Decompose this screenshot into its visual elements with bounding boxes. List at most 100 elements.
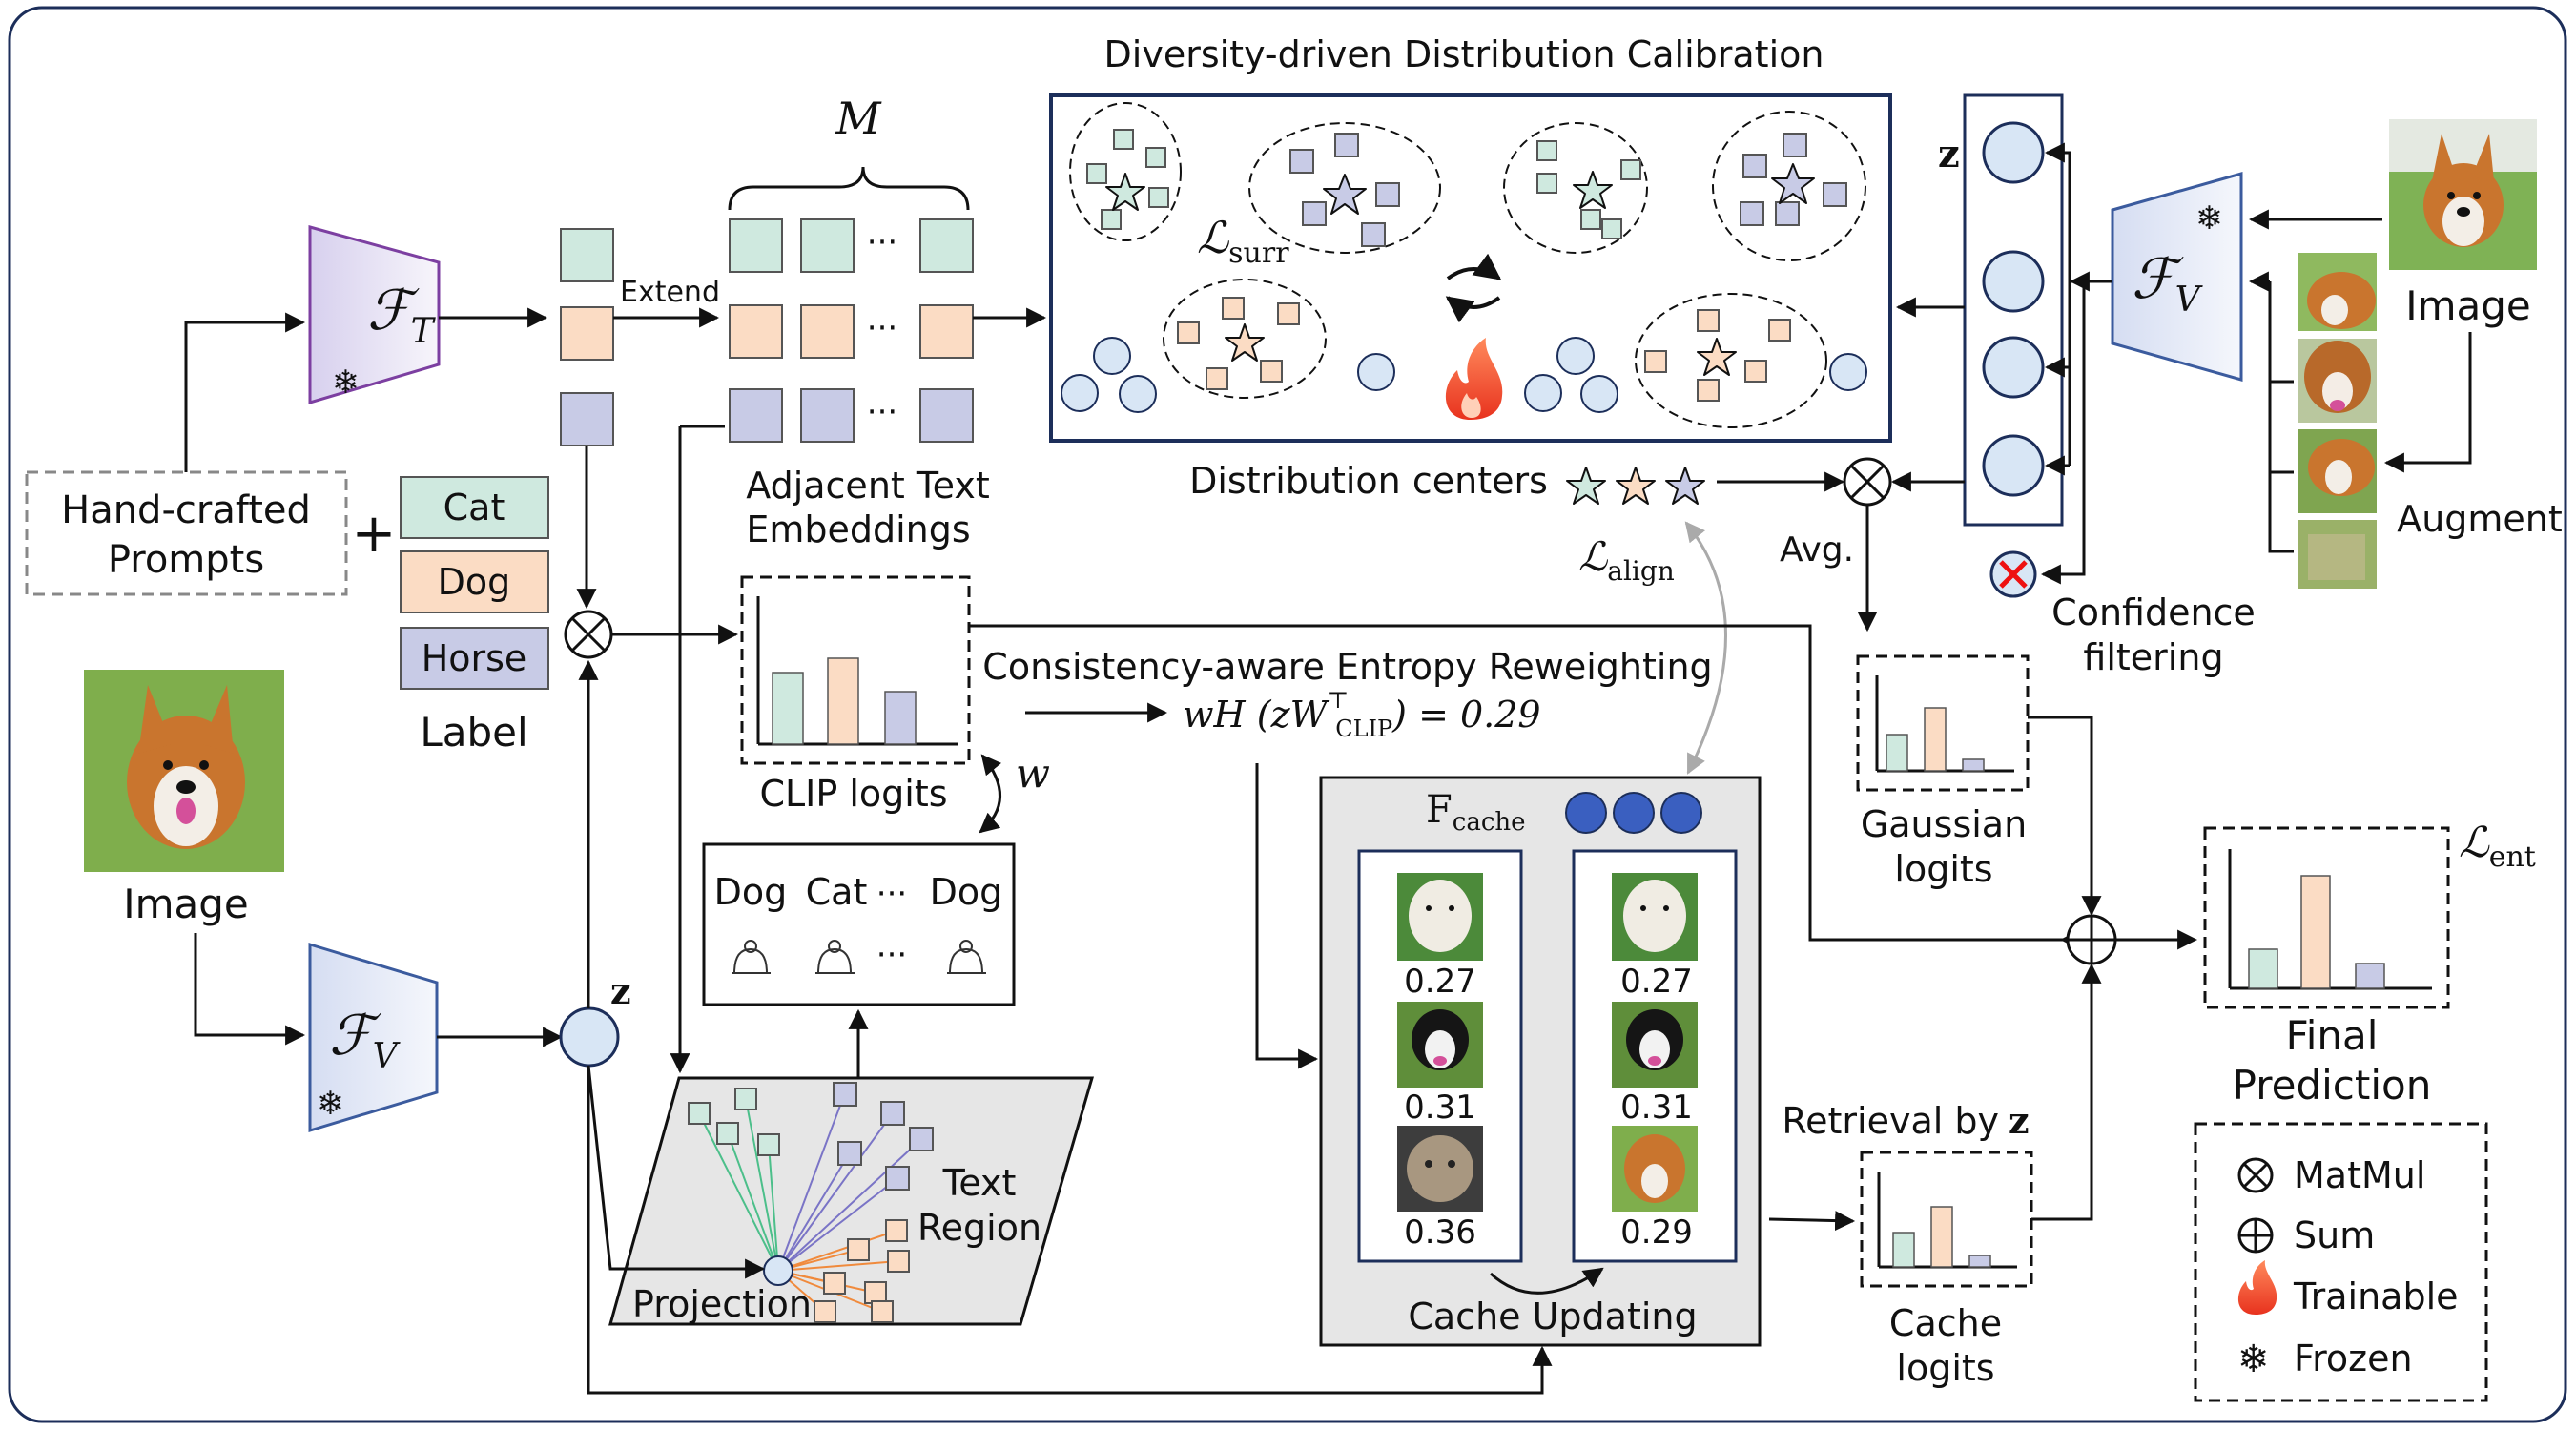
clip-logits-caption: CLIP logits: [759, 773, 947, 815]
corgi-image-left: [84, 670, 284, 872]
confidence-line2: filtering: [2083, 636, 2223, 678]
text-encoder-sub: T: [411, 312, 437, 351]
retrieval-z: z: [2009, 1099, 2030, 1142]
snowflake-icon: ❄: [332, 363, 360, 402]
label-list: Cat Dog Horse Label: [400, 476, 549, 756]
legend-flame-icon: [2237, 1260, 2277, 1315]
l-align-symbol: ℒ: [1578, 533, 1608, 580]
l-ent-sub: ent: [2489, 840, 2536, 874]
vision-encoder-right-sub: V: [2175, 280, 2204, 320]
svg-text:Retrieval byz: Retrieval byz: [1782, 1099, 2029, 1142]
z-label-left: z: [610, 969, 631, 1012]
label-horse: [400, 627, 549, 690]
legend-matmul: MatMul: [2294, 1154, 2425, 1196]
legend-sum-icon: [2237, 1217, 2274, 1254]
svg-text:···: ···: [876, 936, 907, 974]
label-cat: [400, 476, 549, 539]
cache-logits-chart: Cache logits: [1860, 1151, 2033, 1389]
svg-text:0.36: 0.36: [1404, 1213, 1476, 1252]
svg-text:Dog: Dog: [714, 871, 788, 913]
svg-text:Cat: Cat: [443, 487, 505, 529]
extend-label: Extend: [620, 276, 720, 309]
prompts-line1: Hand-crafted: [61, 488, 311, 532]
final-prediction-chart: Final Prediction: [2203, 826, 2450, 1109]
text-encoder-icons: [732, 940, 986, 974]
svg-text:Dog: Dog: [930, 871, 1003, 913]
cache-updating-label: Cache Updating: [1408, 1296, 1697, 1338]
svg-text:···: ···: [867, 309, 897, 347]
svg-text:wH (zW⊤CLIP) = 0.29: wH (zW⊤CLIP) = 0.29: [1183, 687, 1541, 742]
svg-text:0.31: 0.31: [1404, 1089, 1476, 1127]
embedding-caption-1: Adjacent Text: [746, 465, 989, 507]
text-encoder: ℱT ❄: [308, 225, 441, 405]
label-dog: [400, 550, 549, 613]
entropy-formula-sup: ⊤: [1328, 687, 1350, 714]
svg-text:0.29: 0.29: [1620, 1213, 1693, 1252]
z-label-top: z: [1938, 132, 1960, 176]
vision-encoder-right: ℱV ❄: [2111, 172, 2243, 382]
text-region-line1: Text: [942, 1162, 1017, 1204]
confidence-reject-icon: [1989, 550, 2037, 598]
svg-text:ℒent: ℒent: [2459, 819, 2536, 874]
legend: MatMul Sum Trainable ❄ Frozen: [2194, 1122, 2488, 1402]
vision-encoder-left-sub: V: [373, 1037, 402, 1076]
centers-stars: [1566, 467, 1705, 505]
calibration-title: Diversity-driven Distribution Calibratio…: [1104, 33, 1824, 75]
emb-purple: [560, 392, 614, 446]
sum-icon: [2066, 914, 2117, 965]
l-surr-sub: surr: [1228, 237, 1289, 270]
svg-text:Cat: Cat: [806, 871, 868, 913]
image-caption-right: Image: [2405, 282, 2531, 329]
entropy-formula-sub: CLIP: [1335, 716, 1392, 742]
matmul-left-icon: [564, 610, 613, 659]
distribution-centers-label: Distribution centers: [1189, 460, 1548, 502]
l-align-sub: align: [1607, 555, 1675, 587]
svg-text:Final: Final: [2286, 1012, 2379, 1059]
legend-snowflake-icon: ❄: [2237, 1338, 2270, 1381]
augment-label: Augment: [2397, 498, 2563, 540]
image-caption-left: Image: [123, 881, 249, 927]
svg-text:···: ···: [876, 875, 907, 913]
l-ent-symbol: ℒ: [2459, 819, 2490, 867]
flame-icon: [1445, 338, 1503, 420]
label-caption: Label: [420, 709, 527, 756]
svg-text:Cache: Cache: [1889, 1302, 2002, 1344]
snowflake-icon: ❄: [317, 1085, 344, 1123]
vision-encoder-left: ℱV ❄: [308, 942, 439, 1133]
entropy-formula-lhs: wH (zW: [1183, 694, 1330, 736]
embedding-grid: M ··· ··· ··· Adjacent Text Embeddings: [728, 93, 990, 550]
prompts-line2: Prompts: [108, 538, 264, 582]
emb-orange: [560, 306, 614, 361]
svg-text:Prediction: Prediction: [2233, 1062, 2432, 1109]
svg-text:logits: logits: [1896, 1347, 1994, 1389]
svg-text:Horse: Horse: [422, 637, 527, 679]
legend-matmul-icon: [2237, 1157, 2274, 1193]
calibration-panel: ℒsurr: [1049, 93, 1892, 443]
embedding-caption-2: Embeddings: [746, 508, 970, 550]
outer-frame: [8, 6, 2567, 1423]
gaussian-logits-chart: Gaussian logits: [1856, 654, 2030, 890]
svg-text:···: ···: [867, 393, 897, 431]
m-label: M: [835, 93, 882, 144]
cache-title: F: [1426, 788, 1453, 832]
cache-title-sub: cache: [1453, 808, 1526, 837]
clip-logits-chart: CLIP logits: [740, 575, 971, 815]
projection-region: Projection Text Region: [608, 1076, 1094, 1326]
svg-text:ℒsurr: ℒsurr: [1197, 212, 1289, 270]
svg-text:Dog: Dog: [438, 561, 511, 603]
corgi-image-right: [2389, 119, 2537, 270]
entropy-formula-rhs: ) = 0.29: [1391, 694, 1540, 736]
z-feature-left: [559, 1006, 620, 1068]
legend-sum: Sum: [2294, 1214, 2375, 1256]
svg-text:Fcache: Fcache: [1426, 788, 1526, 837]
entropy-title: Consistency-aware Entropy Reweighting: [982, 646, 1712, 688]
text-region-line2: Region: [917, 1207, 1041, 1249]
svg-text:···: ···: [867, 223, 897, 261]
cache-panel: Fcache 0.27 0.31 0.36 0.27 0.31 0.29 Cac…: [1319, 776, 1762, 1347]
svg-text:logits: logits: [1894, 848, 1992, 890]
l-surr-symbol: ℒ: [1197, 212, 1229, 263]
w-label: w: [1016, 750, 1050, 797]
svg-text:0.27: 0.27: [1404, 963, 1476, 1001]
svg-text:0.27: 0.27: [1620, 963, 1693, 1001]
